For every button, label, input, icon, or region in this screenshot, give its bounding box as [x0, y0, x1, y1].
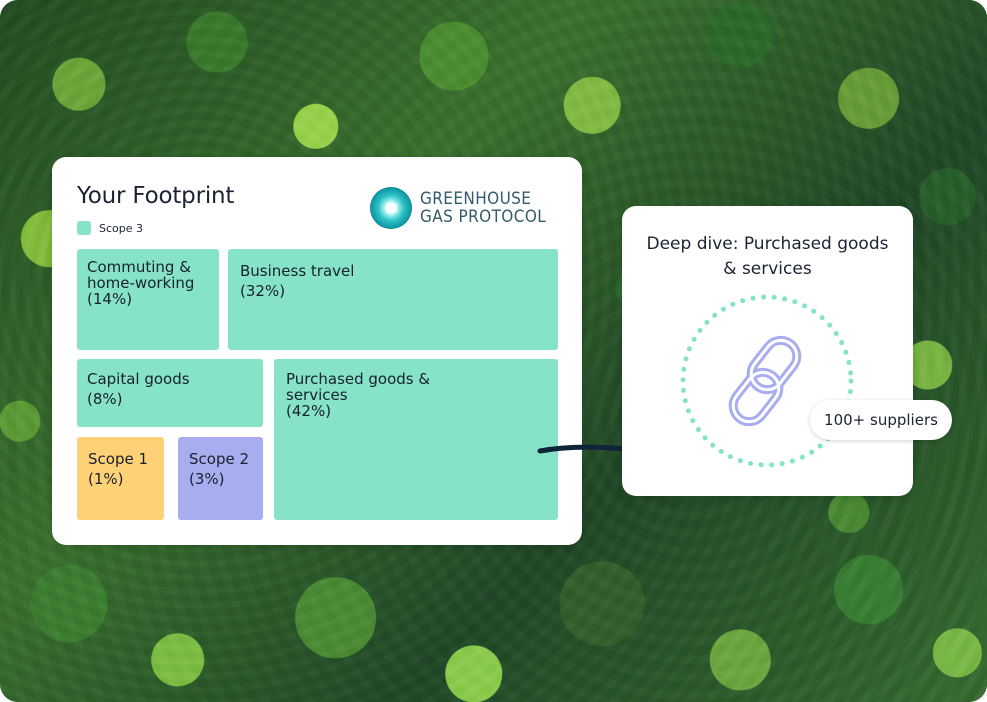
greenhouse-gas-protocol-logo: GREENHOUSE GAS PROTOCOL	[370, 186, 550, 230]
footprint-card: Your Footprint Scope 3 GREENHOUSE GAS PR…	[52, 157, 582, 545]
footprint-title: Your Footprint	[77, 183, 235, 209]
legend-swatch-icon	[77, 221, 91, 235]
ghg-logo-icon	[370, 187, 412, 229]
deep-dive-card: Deep dive: Purchased goods & services	[622, 206, 913, 496]
tile-commuting: Commuting & home-working (14%)	[77, 249, 219, 350]
legend-label: Scope 3	[99, 221, 144, 235]
legend: Scope 3	[77, 220, 143, 236]
dotted-ring	[680, 294, 854, 468]
tile-purchased-goods: Purchased goods & services (42%)	[274, 359, 558, 520]
link-icon	[728, 335, 802, 427]
deep-dive-title: Deep dive: Purchased goods & services	[646, 234, 889, 279]
suppliers-badge: 100+ suppliers	[810, 400, 952, 440]
ghg-logo-text: GREENHOUSE GAS PROTOCOL	[420, 189, 547, 227]
tile-scope-2: Scope 2 (3%)	[178, 437, 263, 520]
tile-capital-goods: Capital goods (8%)	[77, 359, 263, 427]
tile-business-travel: Business travel (32%)	[228, 249, 558, 350]
tile-scope-1: Scope 1 (1%)	[77, 437, 164, 520]
